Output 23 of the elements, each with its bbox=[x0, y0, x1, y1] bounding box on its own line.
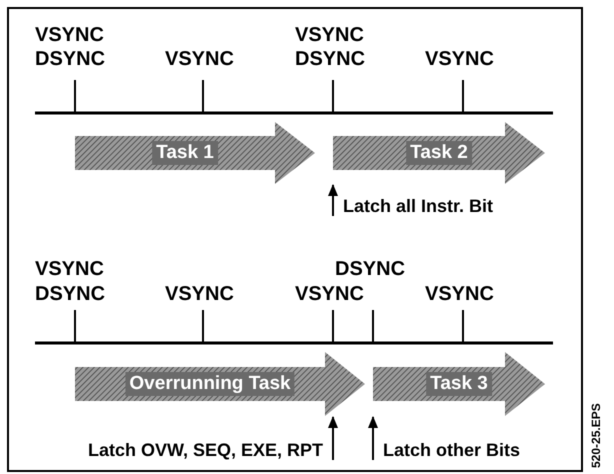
pointer-arrow bbox=[328, 416, 338, 460]
task-arrow: Task 1 bbox=[75, 122, 315, 184]
signal-label: DSYNC bbox=[295, 48, 366, 70]
pointer-arrow bbox=[368, 416, 378, 460]
task-arrow: Task 3 bbox=[373, 352, 545, 416]
task-arrow: Overrunning Task bbox=[75, 352, 365, 416]
signal-label: DSYNC bbox=[35, 48, 106, 70]
signal-label: VSYNC bbox=[295, 283, 364, 305]
figure-id: 520-25.EPS bbox=[590, 403, 603, 468]
signal-label: VSYNC bbox=[425, 283, 494, 305]
signal-label: DSYNC bbox=[335, 258, 406, 280]
signal-label: VSYNC bbox=[295, 24, 364, 46]
annotation-text: Latch OVW, SEQ, EXE, RPT bbox=[88, 440, 327, 460]
signal-label: VSYNC bbox=[425, 48, 494, 70]
signal-label: DSYNC bbox=[35, 283, 106, 305]
signal-label: VSYNC bbox=[165, 283, 234, 305]
signal-label: VSYNC bbox=[35, 24, 104, 46]
task-arrow: Task 2 bbox=[333, 122, 545, 184]
annotation-text: Latch all Instr. Bit bbox=[339, 196, 494, 216]
signal-label: VSYNC bbox=[35, 258, 104, 280]
pointer-arrow bbox=[328, 184, 338, 216]
annotation-text: Latch other Bits bbox=[379, 440, 520, 460]
signal-label: VSYNC bbox=[165, 48, 234, 70]
